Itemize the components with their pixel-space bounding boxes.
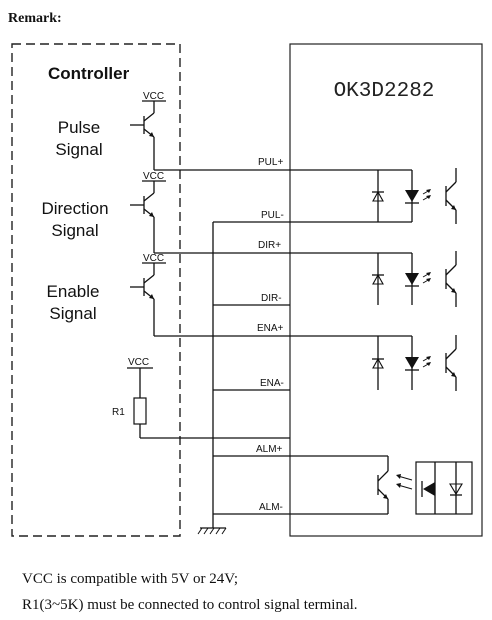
- enable-signal-label: Enable Signal: [47, 282, 100, 323]
- direction-signal-label: Direction Signal: [41, 199, 108, 240]
- svg-text:PUL-: PUL-: [261, 210, 284, 221]
- remark-heading: Remark:: [8, 11, 62, 26]
- svg-text:Signal: Signal: [51, 221, 98, 240]
- driver-model: OK3D2282: [334, 80, 435, 103]
- alarm-pullup: VCC R1: [112, 357, 290, 439]
- svg-text:Enable: Enable: [47, 282, 100, 301]
- svg-text:VCC: VCC: [143, 171, 164, 182]
- svg-text:ALM+: ALM+: [256, 444, 283, 455]
- enable-transistor: VCC: [129, 253, 166, 336]
- svg-text:Signal: Signal: [55, 140, 102, 159]
- note-r1: R1(3~5K) must be connected to control si…: [22, 597, 358, 613]
- optocoupler-ena: [290, 335, 457, 391]
- controller-title: Controller: [48, 64, 130, 83]
- svg-text:Direction: Direction: [41, 199, 108, 218]
- pulse-transistor: VCC: [129, 91, 166, 170]
- resistor-r1: [133, 397, 147, 425]
- note-vcc: VCC is compatible with 5V or 24V;: [22, 571, 238, 587]
- svg-text:VCC: VCC: [143, 253, 164, 264]
- svg-text:ENA+: ENA+: [257, 323, 284, 334]
- svg-text:VCC: VCC: [128, 357, 149, 368]
- direction-transistor: VCC: [129, 171, 166, 253]
- svg-text:PUL+: PUL+: [258, 157, 283, 168]
- svg-text:Pulse: Pulse: [58, 118, 101, 137]
- pulse-signal-label: Pulse Signal: [55, 118, 102, 159]
- terminal-labels: PUL+ PUL- DIR+ DIR- ENA+ ENA- ALM+ ALM-: [256, 157, 284, 513]
- driver-box: [289, 43, 483, 537]
- signal-wires: [154, 169, 290, 528]
- optocoupler-pul: [290, 168, 457, 224]
- svg-text:R1: R1: [112, 407, 125, 418]
- ground-icon: [197, 527, 227, 535]
- controller-box: [11, 43, 181, 537]
- svg-text:ALM-: ALM-: [259, 502, 283, 513]
- optocoupler-dir: [290, 251, 457, 307]
- svg-text:DIR-: DIR-: [261, 293, 282, 304]
- svg-text:Signal: Signal: [49, 304, 96, 323]
- svg-text:ENA-: ENA-: [260, 378, 284, 389]
- svg-text:DIR+: DIR+: [258, 240, 281, 251]
- optocoupler-alm: [290, 455, 473, 515]
- svg-text:VCC: VCC: [143, 91, 164, 102]
